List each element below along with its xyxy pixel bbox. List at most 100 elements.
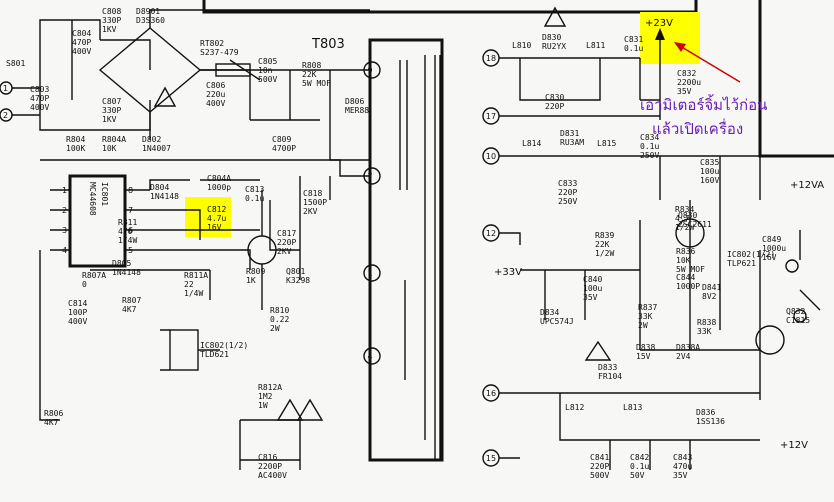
component-ref: C812: [207, 205, 226, 214]
component-value: UPC574J: [540, 317, 574, 326]
component-value: 15V: [636, 352, 651, 361]
component-ref: C804A: [207, 174, 231, 183]
component-ref: C817: [277, 229, 296, 238]
component-ref: R804: [66, 135, 85, 144]
component-value: 0.22: [270, 315, 289, 324]
supply-12v: +12V: [780, 440, 808, 451]
component-ref: C805: [258, 57, 277, 66]
component-value: 470u: [673, 462, 692, 471]
t-pin-18: 18: [486, 54, 496, 63]
ic801-part: MC44608: [88, 182, 97, 216]
supply-33v: +33V: [494, 267, 522, 278]
component-ref: R838: [697, 318, 716, 327]
component-value: 1SS136: [696, 417, 725, 426]
component-ref: R811A: [184, 271, 208, 280]
component-value: 0.1u: [640, 142, 659, 151]
component-value: 220P: [545, 102, 564, 111]
component-ref: C809: [272, 135, 291, 144]
component-value: 2KV: [277, 247, 292, 256]
component-value: 470P: [72, 38, 91, 47]
component-ref: Q801: [286, 267, 305, 276]
component-ref: L810: [512, 41, 531, 50]
component-ref: C840: [583, 275, 602, 284]
annotation-line-1: เอามิเตอร์จิ้มไว้ก่อน: [640, 94, 767, 114]
t803-pin-9: [363, 61, 381, 79]
component-value: 330P: [102, 106, 121, 115]
transistor-q832: [755, 325, 785, 355]
component-ref: R834: [675, 205, 694, 214]
component-value: FR104: [598, 372, 622, 381]
highlight-23v: [640, 12, 700, 64]
component-value: 220P: [277, 238, 296, 247]
component-value: K3298: [286, 276, 310, 285]
annotation-arrow: [679, 45, 741, 83]
component-value: 4K7: [122, 305, 137, 314]
component-value: 22K: [595, 240, 610, 249]
component-value: 33K: [697, 327, 712, 336]
component-ref: C831: [624, 35, 643, 44]
component-value: 5W MOF: [302, 79, 331, 88]
component-ref: D836: [696, 408, 715, 417]
component-ref: C808: [102, 7, 121, 16]
ic-pin-5: 5: [128, 246, 133, 255]
component-value: 250V: [640, 151, 659, 160]
component-ref: C804: [72, 29, 91, 38]
component-value: 4.7u: [207, 214, 226, 223]
component-ref: D841: [702, 283, 721, 292]
component-value: 0.1u: [245, 194, 264, 203]
component-ref: R810: [270, 306, 289, 315]
component-ref: D838A: [676, 343, 700, 352]
component-ref: L812: [565, 403, 584, 412]
component-value: 22: [184, 280, 194, 289]
t-pin-15: 15: [486, 454, 496, 463]
component-value: 1/2W: [675, 223, 694, 232]
t-pin-17: 17: [486, 112, 496, 121]
component-ref: Q832: [786, 307, 805, 316]
component-value: 1N4007: [142, 144, 171, 153]
component-value: 400V: [72, 47, 91, 56]
component-ref: C816: [258, 453, 277, 462]
component-value: 1000P: [676, 282, 700, 291]
component-value: 100K: [66, 144, 85, 153]
component-ref: R836: [676, 247, 695, 256]
component-value: 1/4W: [184, 289, 203, 298]
component-value: 1/4W: [118, 236, 137, 245]
component-value: 400V: [68, 317, 87, 326]
component-value: 220u: [206, 90, 225, 99]
component-ref: R807A: [82, 271, 106, 280]
component-ref: D802: [142, 135, 161, 144]
arrow-up-icon: [655, 28, 665, 40]
component-ref: C844: [676, 273, 695, 282]
component-labels: C808330P1KVD8901D3S360C804470P400VC80347…: [30, 7, 810, 480]
component-ref: IC802(1/2): [200, 341, 248, 350]
transistor-q830: [675, 218, 705, 248]
component-ref: L813: [623, 403, 642, 412]
component-value: 1W: [258, 401, 268, 410]
component-ref: R839: [595, 231, 614, 240]
component-value: 250V: [558, 197, 577, 206]
highlight-voltage: +23V: [645, 18, 673, 29]
board-outline-right: [758, 0, 834, 158]
t803-pin-7: [363, 167, 381, 185]
component-ref: C806: [206, 81, 225, 90]
connector-pin-2-label: 2: [3, 111, 8, 120]
component-ref: C849: [762, 235, 781, 244]
component-value: 470P: [30, 94, 49, 103]
annotation-arrowhead: [674, 42, 686, 52]
component-value: AC400V: [258, 471, 287, 480]
t-pin-9: 9: [367, 66, 372, 75]
component-value: 1K: [246, 276, 256, 285]
ic-pin-7: 7: [128, 206, 133, 215]
component-value: MER88: [345, 106, 369, 115]
t-pin-1: 1: [367, 269, 372, 278]
component-value: 16V: [762, 253, 777, 262]
component-value: 2V4: [676, 352, 691, 361]
component-value: 35V: [583, 293, 598, 302]
component-ref: C803: [30, 85, 49, 94]
component-ref: C818: [303, 189, 322, 198]
component-value: 1KV: [102, 25, 117, 34]
component-ref: R811: [118, 218, 137, 227]
component-ref: D806: [345, 97, 364, 106]
component-value: 33K: [638, 312, 653, 321]
